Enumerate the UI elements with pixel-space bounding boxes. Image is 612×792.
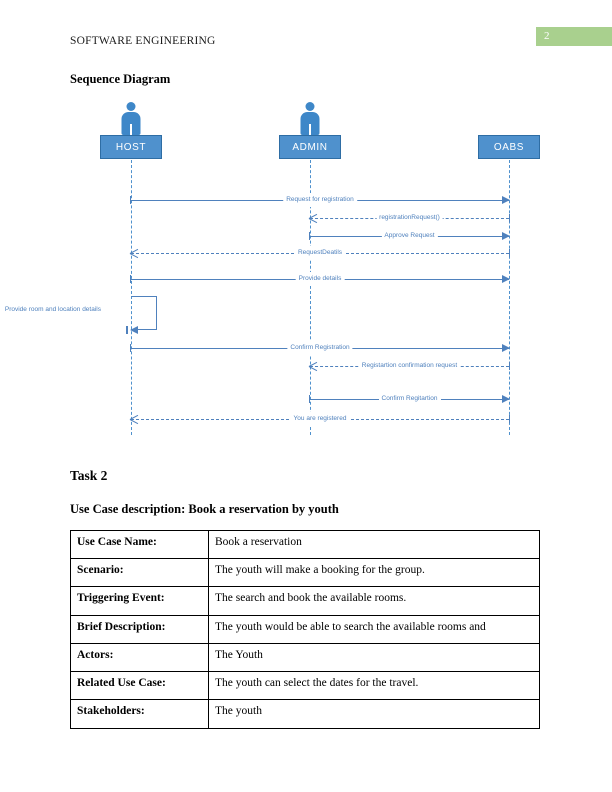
person-icon: [295, 100, 325, 135]
message-label: registrationRequest(): [376, 211, 443, 225]
message-you-are-registered: You are registered: [130, 412, 510, 426]
actor-box-label: ADMIN: [279, 135, 341, 159]
arrow-left-open-icon: [130, 415, 138, 423]
row-label: Actors:: [70, 642, 209, 673]
sequence-diagram: HOST ADMIN OABS Request for registration…: [5, 100, 560, 440]
table-row: Scenario: The youth will make a booking …: [70, 558, 540, 588]
arrow-left-open-icon: [309, 214, 317, 222]
spacer: [494, 100, 524, 135]
row-label: Stakeholders:: [70, 699, 209, 729]
message-provide-details: Provide details: [130, 272, 510, 286]
table-row: Related Use Case: The youth can select t…: [70, 671, 540, 701]
running-head: SOFTWARE ENGINEERING: [70, 35, 216, 47]
row-value: The youth will make a booking for the gr…: [208, 558, 540, 588]
arrow-right-icon: [502, 196, 510, 204]
table-row: Stakeholders: The youth: [70, 699, 540, 729]
message-request-details: RequestDeatils: [130, 246, 510, 260]
row-label: Related Use Case:: [70, 671, 209, 701]
message-label: Confirm Registration: [287, 341, 353, 355]
lifeline-host: [131, 160, 132, 435]
usecase-description-heading: Use Case description: Book a reservation…: [70, 502, 339, 516]
row-value: The youth can select the dates for the t…: [208, 671, 540, 701]
message-request-for-registration: Request for registration: [130, 193, 510, 207]
row-value: The Youth: [208, 642, 540, 673]
message-label: RequestDeatils: [294, 246, 346, 260]
message-confirm-regitartion: Confirm Regitartion: [309, 392, 510, 406]
message-registration-request: registrationRequest(): [309, 211, 510, 225]
message-registration-confirmation-request: Registartion confirmation request: [309, 359, 510, 373]
actor-box-label: HOST: [100, 135, 162, 159]
arrow-right-icon: [502, 395, 510, 403]
row-value: The youth would be able to search the av…: [208, 614, 540, 644]
table-row: Actors: The Youth: [70, 642, 540, 673]
message-label: Provide room and location details: [4, 306, 101, 313]
row-label: Triggering Event:: [70, 586, 209, 616]
task2-heading: Task 2: [70, 468, 108, 483]
arrow-right-icon: [502, 275, 510, 283]
actor-admin: ADMIN: [279, 100, 341, 159]
row-label: Scenario:: [70, 558, 209, 588]
table-row: Triggering Event: The search and book th…: [70, 586, 540, 616]
row-value: The youth: [208, 699, 540, 729]
page-number-badge: 2: [536, 27, 612, 46]
row-value: The search and book the available rooms.: [208, 586, 540, 616]
table-row: Brief Description: The youth would be ab…: [70, 614, 540, 644]
message-label: Approve Request: [381, 229, 438, 243]
arrow-left-open-icon: [130, 249, 138, 257]
use-case-table: Use Case Name: Book a reservation Scenar…: [70, 529, 540, 729]
row-value: Book a reservation: [208, 529, 540, 560]
arrow-left-open-icon: [309, 362, 317, 370]
message-label: Registartion confirmation request: [358, 359, 461, 373]
sequence-diagram-heading: Sequence Diagram: [70, 72, 171, 86]
actor-box-label: OABS: [478, 135, 540, 159]
person-icon: [116, 100, 146, 135]
actor-host: HOST: [100, 100, 162, 159]
row-label: Use Case Name:: [70, 529, 209, 560]
lifeline-admin: [310, 160, 311, 435]
message-confirm-registration: Confirm Registration: [130, 341, 510, 355]
arrow-right-icon: [502, 232, 510, 240]
row-label: Brief Description:: [70, 614, 209, 644]
arrow-right-icon: [502, 344, 510, 352]
message-label: Request for registration: [283, 193, 357, 207]
message-label: Provide details: [295, 272, 345, 286]
arrow-left-icon: [130, 326, 138, 334]
message-approve-request: Approve Request: [309, 229, 510, 243]
lifeline-oabs: [509, 160, 510, 435]
page-number-text: 2: [544, 30, 550, 42]
table-row: Use Case Name: Book a reservation: [70, 529, 540, 560]
message-label: Confirm Regitartion: [378, 392, 441, 406]
actor-oabs: OABS: [478, 100, 540, 159]
message-label: You are registered: [290, 412, 350, 426]
